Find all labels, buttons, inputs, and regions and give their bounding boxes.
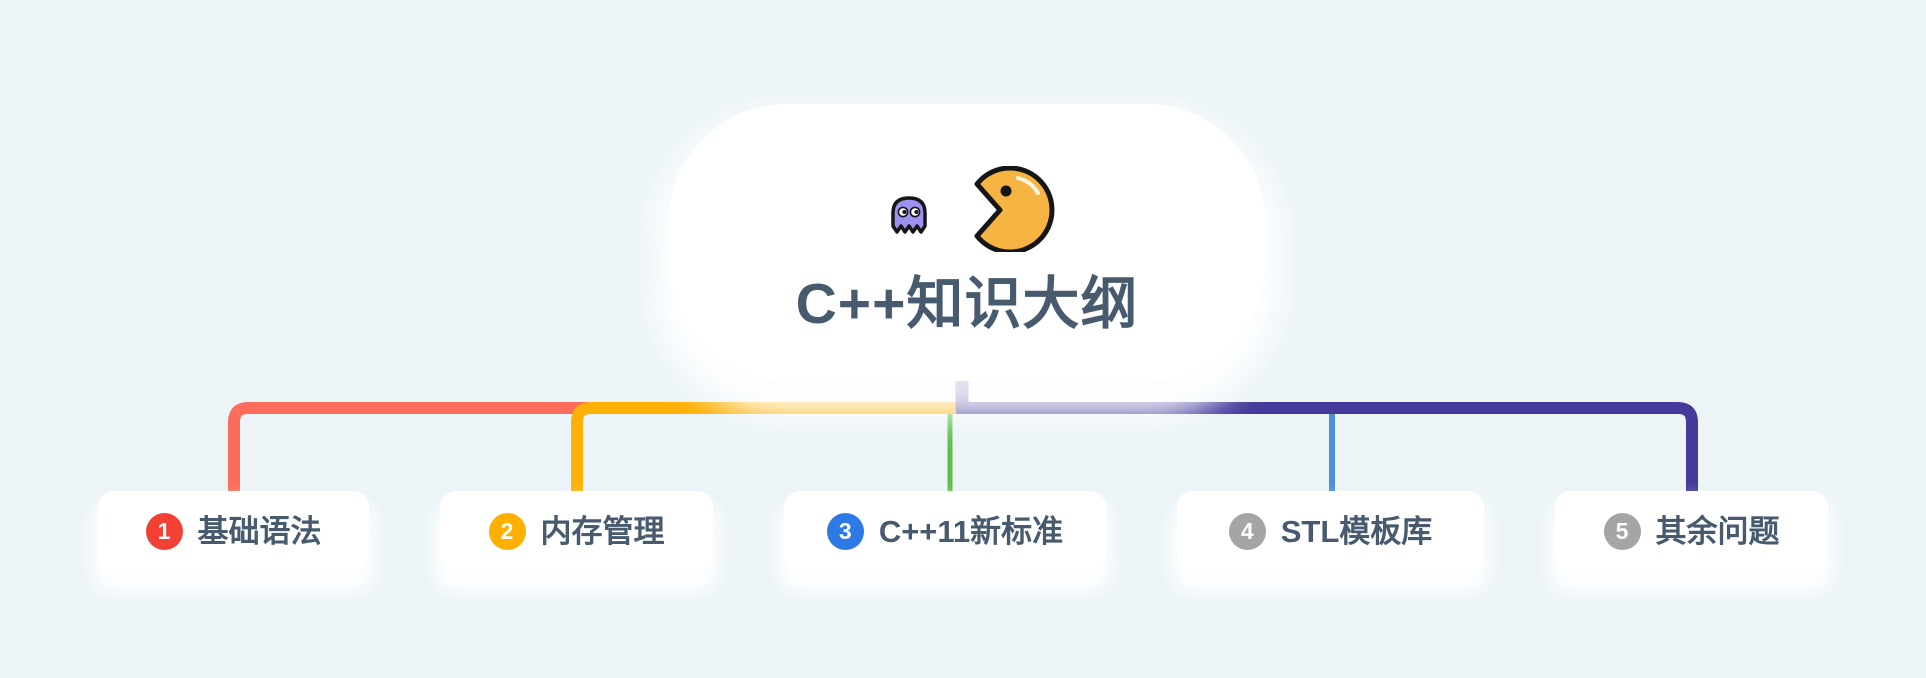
topic-label: STL模板库 [1280,513,1433,549]
topic-label: 内存管理 [540,513,665,549]
branch-line-stl [962,405,1335,491]
root-title: C++知识大纲 [795,272,1139,336]
number-badge: 5 [1603,512,1641,550]
number-badge: 3 [826,512,864,550]
topic-node-basic-syntax[interactable]: 1 基础语法 [98,491,369,571]
topic-label: 基础语法 [197,513,322,549]
number-badge: 2 [488,512,526,550]
root-node[interactable]: C++知识大纲 [669,104,1265,381]
branch-line-memory [571,402,958,491]
pacman-icon [974,166,1055,252]
number-badge: 1 [145,512,183,550]
topic-label: C++11新标准 [878,513,1064,549]
topic-node-stl-library[interactable]: 4 STL模板库 [1177,491,1484,571]
ghost-icon [891,196,927,234]
branch-line-basic-syntax [228,402,956,491]
topic-node-memory-management[interactable]: 2 内存管理 [440,491,713,571]
branch-line-misc [956,402,1698,491]
topic-node-misc-issues[interactable]: 5 其余问题 [1555,491,1828,571]
pacman-eating-ghost-icon [891,166,1055,252]
topic-node-cpp11-standard[interactable]: 3 C++11新标准 [784,491,1106,571]
number-badge: 4 [1228,512,1266,550]
topic-label: 其余问题 [1655,513,1780,549]
